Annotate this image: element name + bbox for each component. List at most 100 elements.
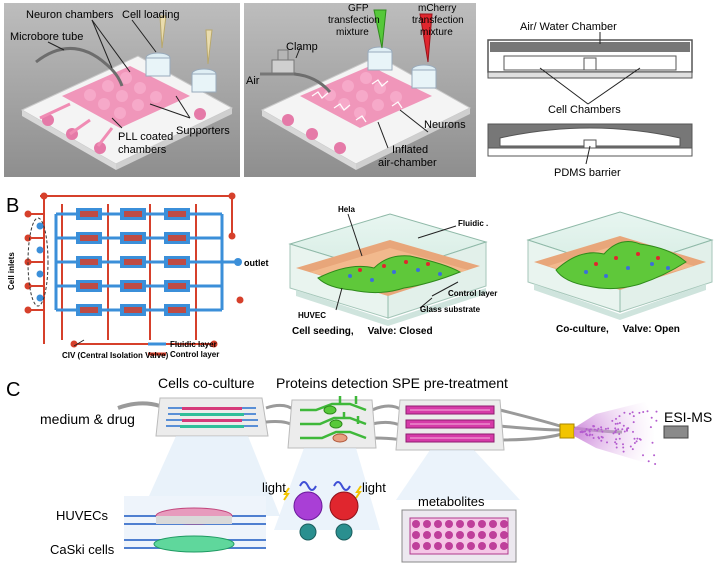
- label-cell-loading: Cell loading: [122, 9, 179, 21]
- legend-fluidic-layer: Fluidic layer: [170, 340, 217, 349]
- spray-droplet: [579, 431, 582, 434]
- label-civ: CIV (Central Isolation Valve): [62, 351, 169, 360]
- spray-droplet: [649, 426, 652, 429]
- spray-droplet: [638, 411, 641, 414]
- label-gfp-line1: GFP: [348, 3, 369, 14]
- spray-droplet: [627, 427, 630, 430]
- metabolite-well: [467, 520, 475, 528]
- metabolite-well: [434, 542, 442, 550]
- spray-droplet: [621, 428, 624, 431]
- label-gfp-line2: transfection: [328, 15, 380, 26]
- spray-droplet: [622, 446, 625, 449]
- spray-droplet: [642, 454, 644, 457]
- metabolite-well: [423, 531, 431, 539]
- label-fluidic: Fluidic .: [458, 219, 488, 228]
- label-inflated-line1: Inflated: [392, 144, 428, 156]
- spray-droplet: [633, 442, 636, 444]
- panel-b-letter: B: [6, 195, 19, 217]
- spe-chip: [395, 399, 520, 500]
- metabolite-well: [478, 542, 486, 550]
- title-spe-pretreatment: SPE pre-treatment: [392, 375, 508, 391]
- label-glass-substrate: Glass substrate: [420, 305, 481, 314]
- coculture-zoom: [124, 496, 266, 553]
- spray-droplet: [606, 441, 608, 444]
- spray-droplet: [591, 433, 594, 436]
- spray-droplet: [614, 430, 617, 433]
- metabolite-well: [456, 531, 464, 539]
- spray-droplet: [655, 419, 658, 422]
- metabolite-well: [423, 542, 431, 550]
- spray-droplet: [592, 425, 595, 427]
- spray-droplet: [618, 437, 621, 440]
- metabolite-well: [489, 542, 497, 550]
- metabolite-well: [467, 542, 475, 550]
- spray-droplet: [650, 416, 653, 419]
- esi-spray: [559, 400, 689, 466]
- panel-a-left-image: [4, 3, 240, 177]
- spray-droplet: [615, 417, 617, 420]
- spray-droplet: [615, 438, 618, 441]
- metabolite-well: [489, 531, 497, 539]
- spray-droplet: [600, 435, 603, 438]
- spray-droplet: [618, 433, 621, 435]
- metabolite-well: [412, 520, 420, 528]
- label-mcherry-line2: transfection: [412, 15, 464, 26]
- metabolite-well: [445, 542, 453, 550]
- metabolite-well: [445, 531, 453, 539]
- spray-droplet: [593, 428, 596, 431]
- spray-droplet: [615, 442, 618, 445]
- spray-droplet: [604, 427, 607, 430]
- metabolite-well: [456, 542, 464, 550]
- label-neurons: Neurons: [424, 119, 466, 131]
- label-supporters: Supporters: [176, 125, 230, 137]
- panel-b-chip-layout: [24, 192, 244, 356]
- metabolite-well: [445, 520, 453, 528]
- label-light-2: light: [362, 480, 386, 495]
- spray-droplet: [600, 439, 603, 442]
- panel-a-middle-image: [244, 3, 476, 177]
- spray-droplet: [615, 429, 618, 432]
- label-outlet: outlet: [244, 258, 269, 268]
- spray-droplet: [615, 446, 618, 449]
- metabolite-well: [500, 531, 508, 539]
- label-metabolites: metabolites: [418, 494, 485, 509]
- spray-droplet: [596, 429, 599, 432]
- spray-droplet: [622, 424, 625, 427]
- spray-droplet: [622, 443, 624, 446]
- panel-a-cross-section-top: [487, 32, 693, 105]
- spray-droplet: [600, 428, 603, 431]
- spray-droplet: [638, 438, 641, 440]
- spray-droplet: [597, 427, 600, 430]
- metabolite-well: [456, 520, 464, 528]
- metabolite-well: [467, 531, 475, 539]
- label-pll-line1: PLL coated: [118, 131, 173, 143]
- label-microbore-tube: Microbore tube: [10, 31, 83, 43]
- label-huvec: HUVEC: [298, 311, 326, 320]
- spray-droplet: [592, 437, 595, 439]
- spray-droplet: [623, 411, 626, 414]
- spray-droplet: [614, 441, 617, 444]
- label-huvecs: HUVECs: [56, 508, 109, 523]
- caption-co-culture: Co-culture, Valve: Open: [556, 324, 680, 335]
- panel-b-cell-seeding-box: [288, 213, 488, 326]
- spray-droplet: [654, 463, 657, 465]
- spray-droplet: [588, 429, 591, 431]
- spray-droplet: [612, 432, 615, 435]
- spray-droplet: [601, 430, 604, 433]
- panel-b-co-culture-box: [526, 211, 714, 320]
- metabolite-well: [500, 542, 508, 550]
- label-pdms-barrier: PDMS barrier: [554, 167, 621, 179]
- spray-droplet: [607, 427, 610, 430]
- label-control-layer-3d: Control layer: [448, 289, 497, 298]
- spray-droplet: [632, 430, 634, 433]
- spray-droplet: [623, 430, 626, 433]
- inlet-tube: [117, 401, 161, 410]
- spray-droplet: [632, 415, 635, 418]
- spray-droplet: [585, 428, 588, 431]
- caption-cell-seeding: Cell seeding, Valve: Closed: [292, 326, 433, 337]
- spray-droplet: [631, 411, 634, 414]
- spray-droplet: [597, 436, 600, 439]
- label-gfp-line3: mixture: [336, 27, 369, 38]
- label-medium-drug: medium & drug: [40, 411, 135, 427]
